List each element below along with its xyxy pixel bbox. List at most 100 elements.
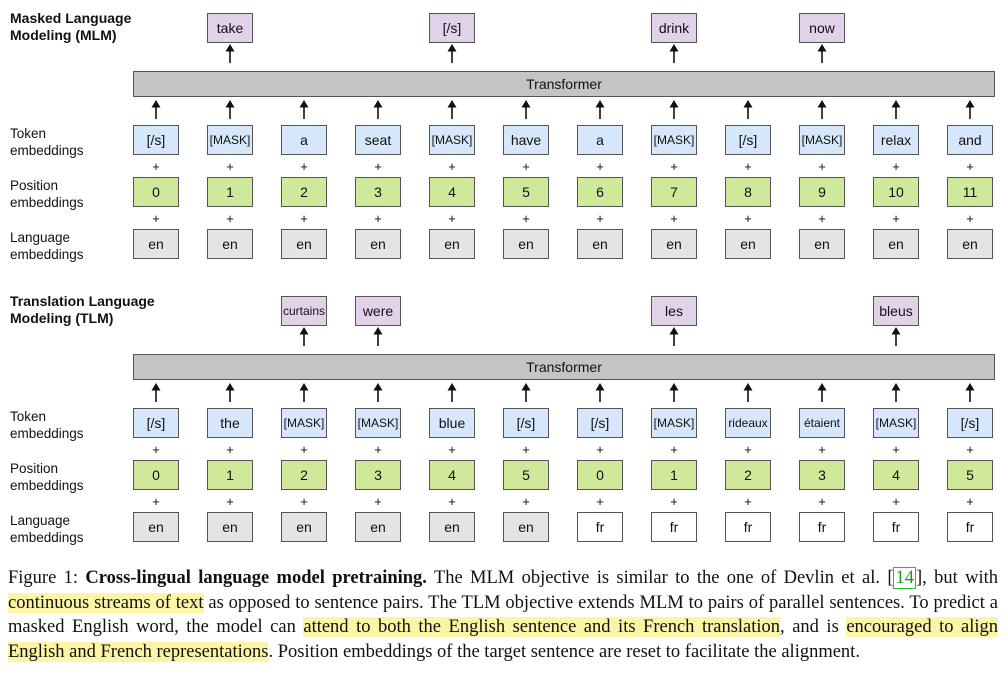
plus-sign: + (522, 442, 530, 457)
mlm-token-embedding: seat (355, 125, 401, 155)
tlm-title: Translation Language Modeling (TLM) (10, 293, 210, 327)
plus-sign: + (226, 159, 234, 174)
tlm-token-embedding: rideaux (725, 408, 771, 438)
mlm-output-token: take (207, 13, 253, 43)
tlm-output-token: les (651, 296, 697, 326)
mlm-transformer: Transformer (133, 71, 995, 97)
position-label-line2: embeddings (10, 478, 84, 493)
plus-sign: + (596, 494, 604, 509)
tlm-language-embedding: en (503, 512, 549, 542)
tlm-position-embedding: 3 (799, 460, 845, 490)
plus-sign: + (374, 442, 382, 457)
language-label-line1: Language (10, 230, 71, 245)
plus-sign: + (152, 442, 160, 457)
caption-text-3: as opposed to sentence pairs. The TLM ob… (8, 592, 998, 638)
mlm-output-token: now (799, 13, 845, 43)
caption-text-2: ], but with (915, 568, 998, 588)
plus-sign: + (966, 494, 974, 509)
up-arrow-icon (299, 100, 309, 119)
tlm-language-embedding: fr (577, 512, 623, 542)
figure-label: Figure 1: (8, 568, 79, 588)
up-arrow-icon (151, 383, 161, 402)
tlm-output-token: were (355, 296, 401, 326)
plus-sign: + (818, 211, 826, 226)
tlm-language-embedding: fr (725, 512, 771, 542)
mlm-position-embedding: 0 (133, 177, 179, 207)
up-arrow-icon (817, 44, 827, 63)
up-arrow-icon (743, 100, 753, 119)
tlm-position-embedding: 1 (651, 460, 697, 490)
mlm-position-embedding: 3 (355, 177, 401, 207)
up-arrow-icon (373, 327, 383, 346)
plus-sign: + (448, 442, 456, 457)
tlm-position-embedding: 1 (207, 460, 253, 490)
tlm-language-embedding: fr (947, 512, 993, 542)
mlm-position-embedding: 4 (429, 177, 475, 207)
mlm-token-label: Token embeddings (10, 125, 130, 159)
plus-sign: + (966, 211, 974, 226)
tlm-language-embedding: fr (873, 512, 919, 542)
mlm-token-embedding: have (503, 125, 549, 155)
mlm-token-embedding: relax (873, 125, 919, 155)
up-arrow-icon (447, 44, 457, 63)
mlm-token-embedding: and (947, 125, 993, 155)
tlm-language-embedding: en (355, 512, 401, 542)
plus-sign: + (374, 211, 382, 226)
plus-sign: + (892, 494, 900, 509)
plus-sign: + (744, 442, 752, 457)
figure-caption: Figure 1: Cross-lingual language model p… (8, 566, 999, 664)
mlm-language-embedding: en (651, 229, 697, 259)
plus-sign: + (522, 494, 530, 509)
plus-sign: + (596, 159, 604, 174)
plus-sign: + (892, 211, 900, 226)
token-label-line1: Token (10, 409, 47, 424)
plus-sign: + (226, 442, 234, 457)
up-arrow-icon (891, 383, 901, 402)
up-arrow-icon (521, 100, 531, 119)
up-arrow-icon (373, 100, 383, 119)
plus-sign: + (670, 159, 678, 174)
position-label-line1: Position (10, 178, 59, 193)
mlm-language-embedding: en (207, 229, 253, 259)
mlm-position-embedding: 2 (281, 177, 327, 207)
plus-sign: + (448, 159, 456, 174)
plus-sign: + (892, 159, 900, 174)
tlm-token-label: Token embeddings (10, 408, 130, 442)
plus-sign: + (744, 159, 752, 174)
tlm-token-embedding: étaient (799, 408, 845, 438)
plus-sign: + (670, 442, 678, 457)
plus-sign: + (300, 442, 308, 457)
plus-sign: + (966, 442, 974, 457)
tlm-token-embedding: the (207, 408, 253, 438)
up-arrow-icon (965, 100, 975, 119)
plus-sign: + (818, 159, 826, 174)
tlm-token-embedding: [MASK] (651, 408, 697, 438)
citation-link[interactable]: 14 (893, 567, 916, 589)
up-arrow-icon (669, 100, 679, 119)
up-arrow-icon (151, 100, 161, 119)
mlm-position-embedding: 9 (799, 177, 845, 207)
plus-sign: + (226, 211, 234, 226)
mlm-title: Masked Language Modeling (MLM) (10, 10, 210, 44)
plus-sign: + (522, 159, 530, 174)
up-arrow-icon (299, 327, 309, 346)
mlm-output-token: [/s] (429, 13, 475, 43)
up-arrow-icon (669, 383, 679, 402)
plus-sign: + (300, 159, 308, 174)
mlm-token-embedding: [MASK] (651, 125, 697, 155)
mlm-token-embedding: [MASK] (799, 125, 845, 155)
tlm-title-line1: Translation Language (10, 293, 155, 309)
tlm-token-embedding: [MASK] (355, 408, 401, 438)
tlm-token-embedding: [MASK] (873, 408, 919, 438)
plus-sign: + (226, 494, 234, 509)
plus-sign: + (744, 211, 752, 226)
caption-title: Cross-lingual language model pretraining… (85, 568, 427, 588)
plus-sign: + (892, 442, 900, 457)
position-label-line2: embeddings (10, 195, 84, 210)
up-arrow-icon (225, 383, 235, 402)
tlm-token-embedding: [MASK] (281, 408, 327, 438)
tlm-language-label: Language embeddings (10, 512, 130, 546)
mlm-output-token: drink (651, 13, 697, 43)
plus-sign: + (744, 494, 752, 509)
tlm-token-embedding: [/s] (133, 408, 179, 438)
